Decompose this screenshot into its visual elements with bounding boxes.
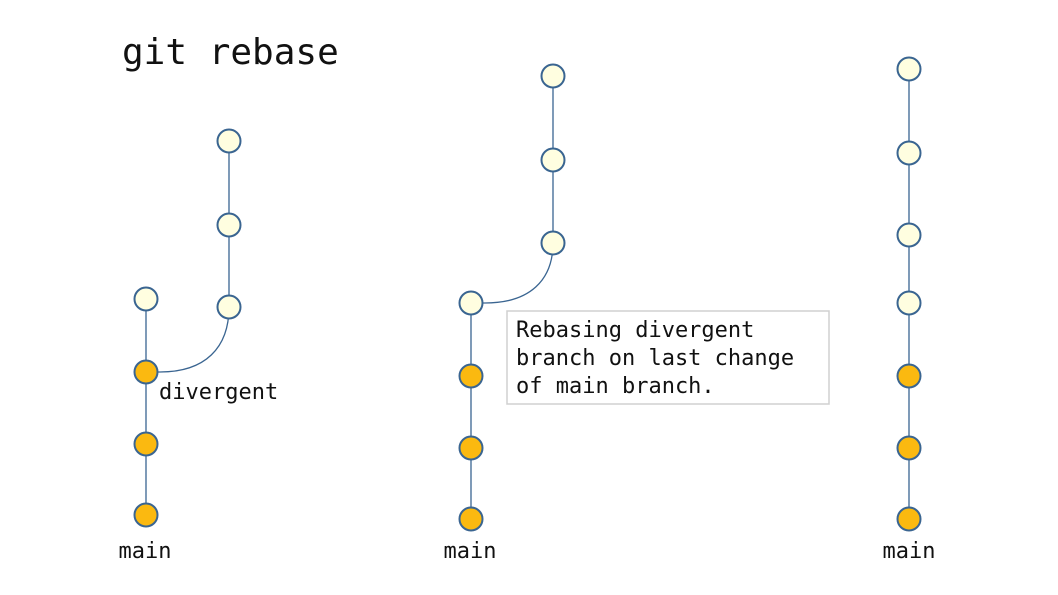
main-commit: [458, 435, 484, 461]
divergent-commit: [216, 128, 242, 154]
panel-after: main: [883, 56, 936, 564]
note-line: Rebasing divergent: [516, 318, 754, 343]
main-commit: [458, 363, 484, 389]
main-commit: [133, 502, 159, 528]
panel-rebasing: Rebasing divergent branch on last change…: [444, 63, 830, 564]
main-branch-label: main: [119, 539, 172, 564]
main-commit: [133, 359, 159, 385]
divergent-commit: [540, 147, 566, 173]
divergent-commit: [540, 230, 566, 256]
main-commit: [896, 363, 922, 389]
divergent-commit: [216, 294, 242, 320]
main-branch-label: main: [444, 539, 497, 564]
divergent-label: divergent: [159, 380, 278, 405]
rebased-commit: [896, 56, 922, 82]
rebased-commit: [896, 140, 922, 166]
rebase-curve: [471, 242, 554, 304]
panel-before: divergent main: [119, 128, 278, 564]
main-tip-commit: [458, 290, 484, 316]
diagram-title: git rebase: [122, 32, 339, 73]
main-commit: [133, 431, 159, 457]
main-branch-label: main: [883, 539, 936, 564]
fork-curve: [146, 306, 230, 373]
main-commit: [458, 506, 484, 532]
note-line: branch on last change: [516, 346, 794, 371]
divergent-commit: [540, 63, 566, 89]
main-commit: [896, 435, 922, 461]
divergent-commit: [216, 212, 242, 238]
note-box: [506, 310, 830, 405]
rebased-commit: [896, 222, 922, 248]
note-line: of main branch.: [516, 374, 715, 399]
main-tip-commit: [896, 290, 922, 316]
main-commit: [896, 506, 922, 532]
main-tip-commit: [133, 286, 159, 312]
